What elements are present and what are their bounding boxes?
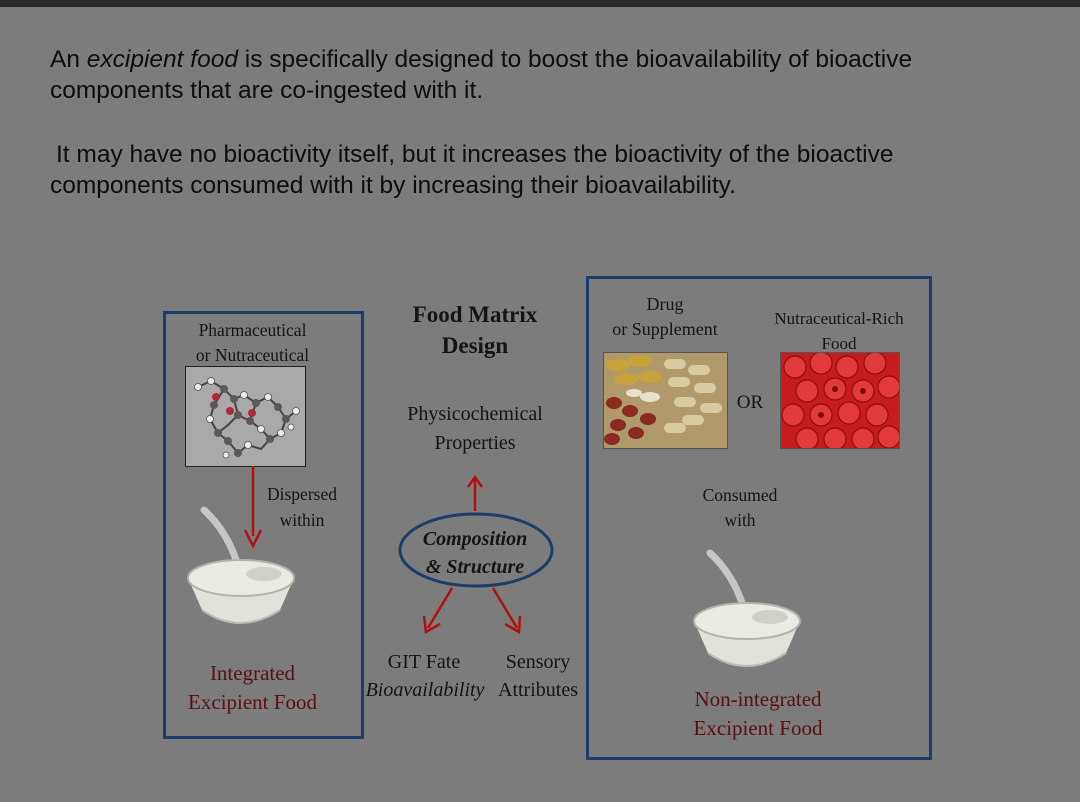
intro-paragraph-1: An excipient food is specifically design… xyxy=(50,44,1040,106)
git-fate-label: GIT Fate xyxy=(387,651,461,673)
top-bar xyxy=(0,0,1080,7)
molecule-image xyxy=(185,366,306,467)
git-fate-arrow xyxy=(422,587,454,635)
intro-italic-term: excipient food xyxy=(86,46,238,73)
capsules-image xyxy=(603,352,728,449)
intro-text: is specifically designed to boost the bi… xyxy=(237,46,913,73)
raspberries-image xyxy=(780,352,900,449)
composition-structure-label: Composition& Structure xyxy=(422,528,528,578)
up-arrow xyxy=(466,474,484,511)
intro-paragraph-2: It may have no bioactivity itself, but i… xyxy=(50,139,1040,201)
or-label: OR xyxy=(736,392,764,413)
yogurt-bowl-image xyxy=(187,506,295,624)
composition-ellipse xyxy=(398,512,554,588)
non-integrated-panel xyxy=(586,276,932,760)
dispersed-arrow xyxy=(243,466,263,549)
yogurt-bowl-image xyxy=(693,549,801,667)
bioavailability-label: Bioavailability xyxy=(365,679,485,701)
intro-text: components that are co-ingested with it. xyxy=(50,77,484,104)
intro-text: It may have no bioactivity itself, but i… xyxy=(56,141,894,168)
sensory-arrow xyxy=(491,587,522,635)
intro-text: An xyxy=(50,46,87,73)
intro-text: components consumed with it by increasin… xyxy=(50,172,736,199)
integrated-panel xyxy=(163,311,364,739)
